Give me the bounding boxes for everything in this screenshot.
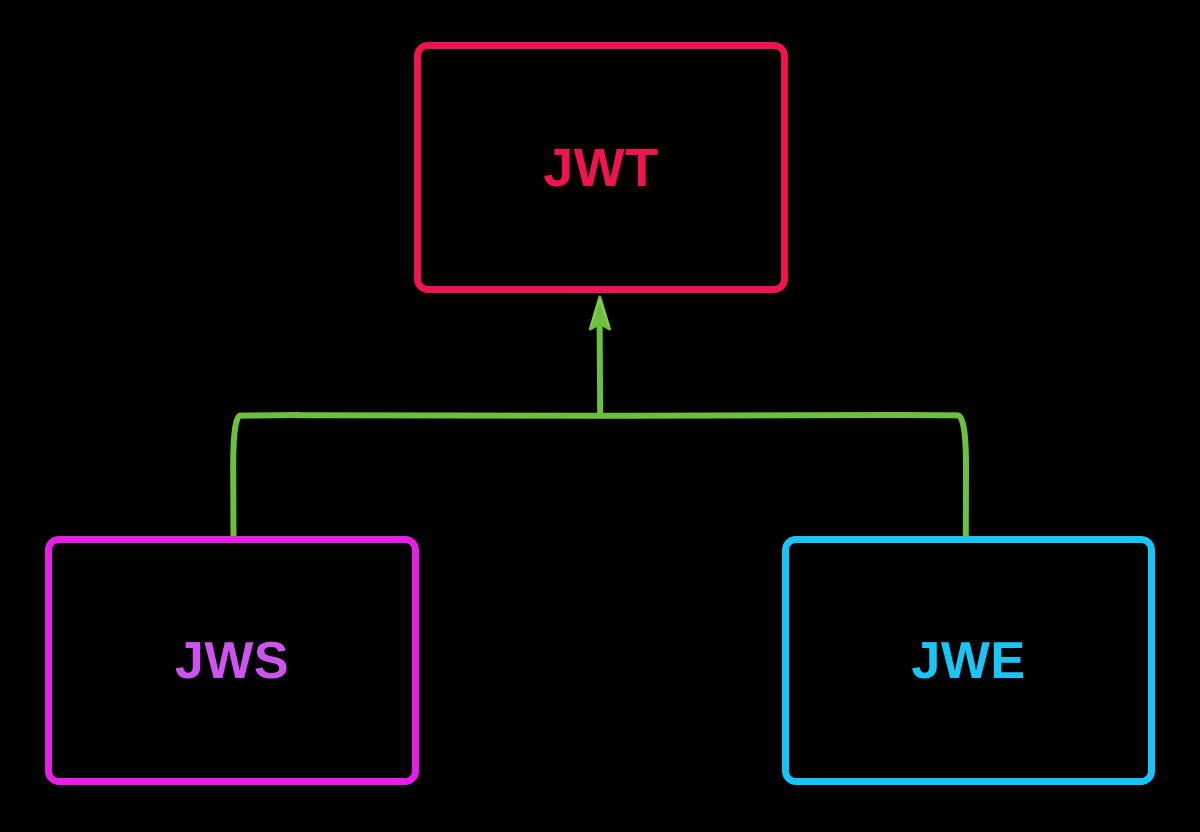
node-jwe-label: JWE (911, 631, 1026, 690)
edge-jws-segment (230, 412, 303, 539)
node-jws-label: JWS (174, 631, 290, 690)
node-jwt[interactable]: JWT (414, 42, 788, 293)
edge-jws-to-jwt (230, 412, 303, 539)
node-jwt-label: JWT (543, 137, 659, 198)
node-jws[interactable]: JWS (45, 536, 419, 785)
edge-stem-to-jwt (596, 315, 604, 418)
arrowhead-highlight-icon (590, 298, 610, 327)
node-jwe[interactable]: JWE (782, 536, 1155, 785)
edge-jwe-segment (897, 412, 970, 539)
edge-horizontal-bus (293, 412, 907, 419)
edge-jwe-to-jwt (897, 412, 970, 539)
arrowhead-icon (588, 295, 611, 331)
